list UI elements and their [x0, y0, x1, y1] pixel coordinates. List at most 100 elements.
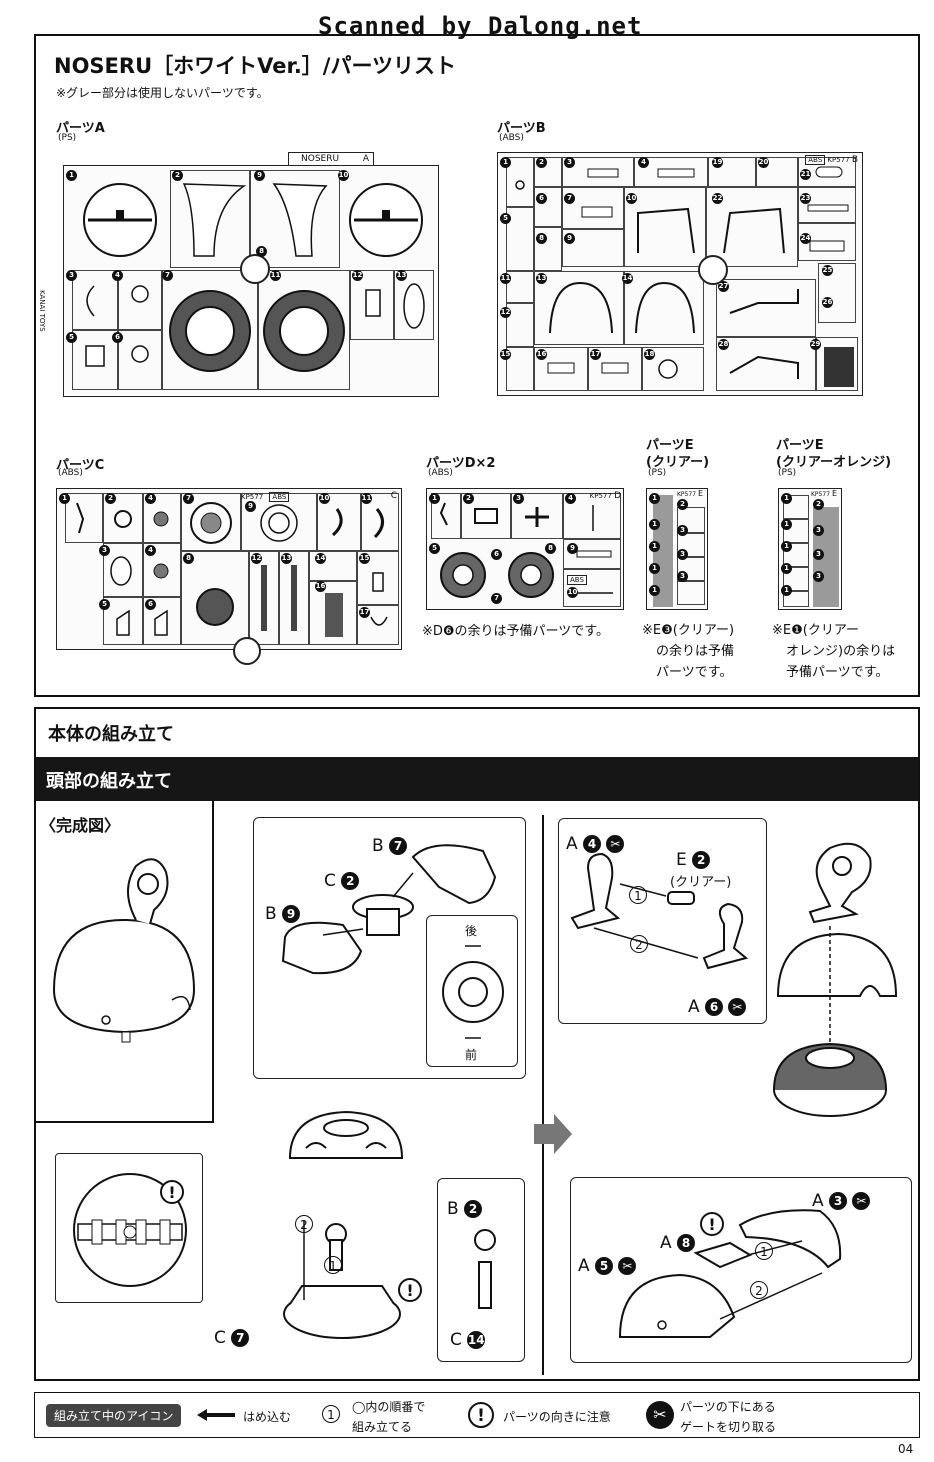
sprue-d-letter: D — [614, 491, 621, 501]
gate-cut-icon: ✂ — [646, 1401, 674, 1429]
completed-head-drawing — [52, 858, 196, 1043]
label-a4: A 4 ✂ — [566, 834, 625, 854]
label-b2-letter: B — [447, 1199, 459, 1219]
label-b9: B 9 — [265, 904, 301, 924]
label-front: 前 — [465, 1048, 478, 1062]
label-a4-letter: A — [566, 834, 578, 854]
parts-e2-note-line: ※E❶(クリアー — [772, 623, 860, 638]
sprue-a-tag-name: NOSERU — [301, 154, 340, 164]
sprue-b-code: KP577 — [827, 156, 850, 164]
label-c7: C 7 — [214, 1328, 250, 1348]
label-a5-num: 5 — [595, 1257, 614, 1275]
label-c14-num: 14 — [467, 1331, 486, 1349]
gate-cut-icon: ✂ — [606, 835, 625, 853]
unused-parts-note: ※グレー部分は使用しないパーツです。 — [56, 86, 269, 100]
parts-e2-note-line: 予備パーツです。 — [786, 665, 889, 680]
completed-view-title: 〈完成図〉 — [40, 816, 121, 835]
sprue-a-parts-drawing — [83, 183, 425, 372]
label-e2: E 2 — [676, 850, 711, 870]
parts-e1-label: パーツE — [646, 438, 694, 453]
legend-order-line1: ◯内の順番で — [352, 1400, 426, 1414]
label-a3-letter: A — [812, 1191, 824, 1211]
press-arrow-icon — [197, 1409, 235, 1421]
orientation-alert-icon: ! — [160, 1180, 184, 1204]
step-order-1: 1 — [755, 1242, 773, 1260]
label-b7: B 7 — [372, 836, 408, 856]
sprue-e2-letter: E — [831, 489, 837, 498]
sprue-d: 1 2 3 4 5 6 7 8 9 10 KP577 D ABS — [426, 488, 624, 610]
sprue-c-abs: ABS — [269, 492, 290, 502]
label-b9-letter: B — [265, 904, 277, 924]
orientation-alert-icon: ! — [700, 1212, 724, 1236]
sprue-c: 1 2 4 7 9 10 11 3 4 5 6 8 12 13 16 15 14… — [56, 488, 402, 665]
gate-cut-icon: ✂ — [728, 998, 747, 1016]
label-back: 後 — [465, 924, 478, 938]
label-c2-num: 2 — [341, 872, 360, 890]
order-icon: 1 — [322, 1405, 340, 1423]
parts-e1-note-line: の余りは予備 — [656, 644, 735, 659]
sprue-e1: 1 1 1 1 1 2 3 3 3 KP577 E — [646, 488, 708, 610]
head-assembly-title: 頭部の組み立て — [46, 771, 172, 792]
parts-e1-material: (PS) — [648, 468, 667, 478]
legend-title: 組み立て中のアイコン — [46, 1404, 182, 1427]
parts-a-material: (PS) — [58, 133, 77, 143]
label-a6-num: 6 — [705, 998, 724, 1016]
label-c14-letter: C — [450, 1330, 462, 1350]
orientation-alert-icon: ! — [398, 1278, 422, 1302]
parts-e2-material: (PS) — [778, 468, 797, 478]
base-plate-drawing — [283, 1220, 401, 1339]
legend-gate: パーツの下にある ゲートを切り取る — [680, 1397, 776, 1437]
parts-e1-note-line: パーツです。 — [656, 665, 733, 680]
parts-c-material: (ABS) — [58, 468, 83, 478]
sprue-e1-letter: E — [697, 489, 703, 498]
page-number: 04 — [898, 1442, 914, 1456]
label-e2-letter: E — [676, 850, 687, 870]
sprue-b: 1 2 3 4 19 20 21 6 7 10 22 23 24 5 8 9 1… — [497, 152, 863, 396]
sprue-a-side-text: KANAI TOYS — [38, 290, 46, 332]
sprue-d-code: KP577 — [589, 492, 612, 500]
step-order-2: 2 — [630, 935, 648, 953]
label-clear: (クリアー) — [670, 875, 732, 890]
label-c14: C 14 — [450, 1330, 486, 1350]
sprue-c-code: KP577 — [241, 493, 264, 501]
label-a5-letter: A — [578, 1256, 590, 1276]
label-a4-num: 4 — [583, 835, 602, 853]
legend-gate-line2: ゲートを切り取る — [680, 1420, 777, 1434]
label-b7-letter: B — [372, 836, 384, 856]
parts-e1-note: ※E❸(クリアー) の余りは予備 パーツです。 — [642, 620, 734, 683]
base-detail-inset: ! — [55, 1153, 203, 1303]
label-a5: A 5 ✂ — [578, 1256, 637, 1276]
label-e2-num: 2 — [692, 851, 711, 869]
pin-drawing — [474, 1229, 496, 1309]
label-a3: A 3 ✂ — [812, 1191, 871, 1211]
label-a8-num: 8 — [677, 1234, 696, 1252]
next-step-arrow — [534, 1114, 572, 1154]
sprue-e1-code: KP577 — [677, 491, 697, 498]
label-c2-letter: C — [324, 871, 336, 891]
assembly-frame — [34, 707, 920, 1381]
parts-list-title: NOSERU［ホワイトVer.］/パーツリスト — [54, 54, 457, 78]
sprue-a-tag: NOSERU A — [288, 152, 374, 166]
gate-cut-icon: ✂ — [618, 1257, 637, 1275]
orientation-inset: 後 前 — [426, 915, 518, 1067]
sprue-b-letter: B — [851, 155, 858, 165]
sprue-c-parts-drawing — [76, 502, 388, 637]
parts-e2-note: ※E❶(クリアー オレンジ)の余りは 予備パーツです。 — [772, 620, 895, 683]
sprue-b-parts-drawing — [515, 166, 854, 387]
sprue-e2-code: KP577 — [811, 491, 831, 498]
legend-gate-line1: パーツの下にある — [680, 1400, 776, 1414]
parts-e1-note-line: ※E❸(クリアー) — [642, 623, 735, 638]
label-a6-letter: A — [688, 997, 700, 1017]
dome-drawing — [288, 1110, 404, 1159]
gate-cut-icon: ✂ — [852, 1192, 871, 1210]
label-a6: A 6 ✂ — [688, 997, 747, 1017]
sprue-c-letter: C — [390, 491, 397, 501]
parts-a-label: パーツA — [56, 121, 105, 136]
assembly-section-title: 本体の組み立て — [48, 724, 174, 745]
legend-order-line2: 組み立てる — [352, 1420, 413, 1434]
sprue-b-abs: ABS — [805, 155, 826, 165]
label-c7-letter: C — [214, 1328, 226, 1348]
step-a3-drawing — [618, 1209, 842, 1338]
parts-d-label: パーツD×2 — [426, 456, 496, 471]
step-order-1: 1 — [629, 886, 647, 904]
